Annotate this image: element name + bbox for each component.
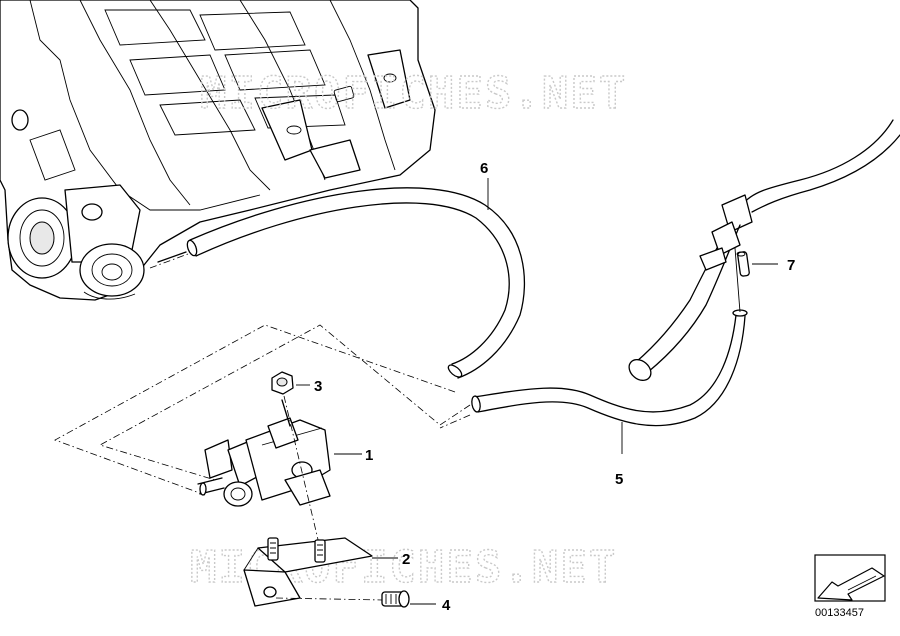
callout-4[interactable]: 4 xyxy=(442,597,451,614)
vacuum-hose-6 xyxy=(186,187,526,379)
vacuum-hose-5 xyxy=(471,309,748,427)
bracket-2 xyxy=(243,537,398,607)
booster-vacuum-line xyxy=(628,119,900,381)
watermark-top: MICROFICHES.NET xyxy=(200,68,627,119)
callout-2[interactable]: 2 xyxy=(402,551,410,568)
callout-3[interactable]: 3 xyxy=(314,378,322,395)
reference-number: 00133457 xyxy=(815,607,864,619)
arrow-down-left-icon xyxy=(817,567,885,601)
intake-manifold xyxy=(0,0,436,301)
callout-5[interactable]: 5 xyxy=(615,471,623,488)
pressure-converter-1 xyxy=(197,399,362,507)
assembly-outline xyxy=(54,324,471,496)
orientation-box xyxy=(814,554,886,602)
callout-6[interactable]: 6 xyxy=(480,160,488,177)
hose-connector-7 xyxy=(736,251,778,277)
bolt-4 xyxy=(381,590,436,608)
callout-1[interactable]: 1 xyxy=(365,447,373,464)
nut-3 xyxy=(271,371,321,549)
callout-leaders xyxy=(487,178,623,454)
callout-7[interactable]: 7 xyxy=(787,257,795,274)
